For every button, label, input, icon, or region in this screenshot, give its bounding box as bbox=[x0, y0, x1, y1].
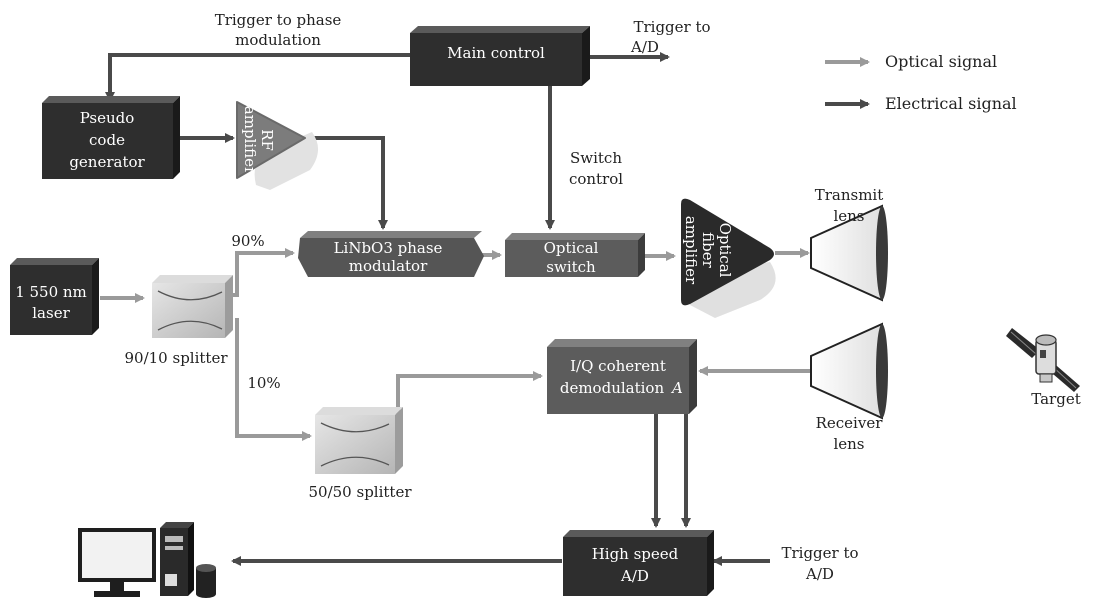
transmit-lens-label-2: lens bbox=[833, 207, 864, 225]
pseudo-label-2: code bbox=[89, 131, 125, 149]
pseudo-code-generator-block: Pseudo code generator bbox=[42, 96, 180, 179]
trigger-ad-top-label-2: A/D bbox=[630, 38, 659, 56]
laser-block: 1 550 nm laser bbox=[10, 258, 99, 335]
modulator-block: LiNbO3 phase modulator bbox=[298, 231, 484, 277]
rf-to-modulator-arrow bbox=[305, 136, 388, 230]
legend: Optical signal Electrical signal bbox=[825, 52, 1017, 113]
fiber-amplifier-block: Optical fiber amplifier bbox=[681, 198, 776, 318]
pseudo-label-1: Pseudo bbox=[80, 109, 135, 127]
trigger-phase-label-2: modulation bbox=[235, 31, 321, 49]
iq-label-2: demodulation bbox=[560, 379, 665, 397]
receiver-lens bbox=[810, 322, 888, 420]
main-control-label: Main control bbox=[447, 44, 545, 62]
receiver-lens-label-2: lens bbox=[833, 435, 864, 453]
fiber-amp-label-2: fiber bbox=[699, 232, 717, 268]
trigger-phase-arrow bbox=[105, 53, 410, 102]
rf-label-2: amplifier bbox=[241, 106, 259, 175]
pseudo-label-3: generator bbox=[69, 153, 145, 171]
hs-label-2: A/D bbox=[620, 567, 649, 585]
splitter-90-10 bbox=[152, 275, 233, 338]
trigger-ad-top-label-1: Trigger to bbox=[633, 18, 710, 36]
splitter-9010-label: 90/10 splitter bbox=[125, 349, 229, 367]
splitter5050-to-iq-arrow bbox=[396, 371, 543, 428]
splitter-5050-label: 50/50 splitter bbox=[309, 483, 413, 501]
splitter-90-path bbox=[233, 248, 295, 297]
hs-label-1: High speed bbox=[592, 545, 679, 563]
iq-demod-block: I/Q coherent demodulation A bbox=[547, 339, 697, 414]
laser-label-2: laser bbox=[32, 304, 70, 322]
trigger-ad-bottom-label-1: Trigger to bbox=[781, 544, 858, 562]
high-speed-ad-block: High speed A/D bbox=[563, 530, 714, 596]
pct-90-label: 90% bbox=[231, 232, 264, 250]
rf-label-1: RF bbox=[258, 129, 276, 151]
trigger-phase-label-1: Trigger to phase bbox=[215, 11, 342, 29]
switch-label-2: switch bbox=[546, 258, 596, 276]
legend-electrical-label: Electrical signal bbox=[885, 94, 1017, 113]
main-control-block: Main control bbox=[410, 26, 590, 86]
modulator-label-1: LiNbO3 phase bbox=[334, 239, 443, 257]
laser-label-1: 1 550 nm bbox=[15, 283, 87, 301]
optical-switch-block: Optical switch bbox=[505, 233, 645, 277]
fiber-amp-label-1: Optical bbox=[716, 223, 734, 278]
modulator-label-2: modulator bbox=[349, 257, 428, 275]
satellite-icon bbox=[1006, 328, 1080, 392]
splitter-50-50 bbox=[315, 407, 403, 474]
legend-optical-label: Optical signal bbox=[885, 52, 997, 71]
switch-control-label-2: control bbox=[569, 170, 623, 188]
iq-label-2-text: demodulation bbox=[560, 379, 665, 397]
computer-icon bbox=[78, 522, 216, 598]
iq-label-2-italic: A bbox=[670, 379, 683, 397]
fiber-amp-label-3: amplifier bbox=[682, 216, 700, 285]
switch-control-label-1: Switch bbox=[570, 149, 622, 167]
iq-label-1: I/Q coherent bbox=[570, 357, 666, 375]
splitter-10-path bbox=[235, 318, 312, 441]
trigger-ad-bottom-label-2: A/D bbox=[805, 565, 834, 583]
switch-label-1: Optical bbox=[544, 239, 599, 257]
receiver-lens-label-1: Receiver bbox=[816, 414, 884, 432]
rf-amplifier-block: RF amplifier bbox=[236, 101, 319, 190]
target-label: Target bbox=[1031, 390, 1080, 408]
transmit-lens bbox=[810, 204, 888, 302]
pct-10-label: 10% bbox=[247, 374, 280, 392]
transmit-lens-label-1: Transmit bbox=[815, 186, 884, 204]
